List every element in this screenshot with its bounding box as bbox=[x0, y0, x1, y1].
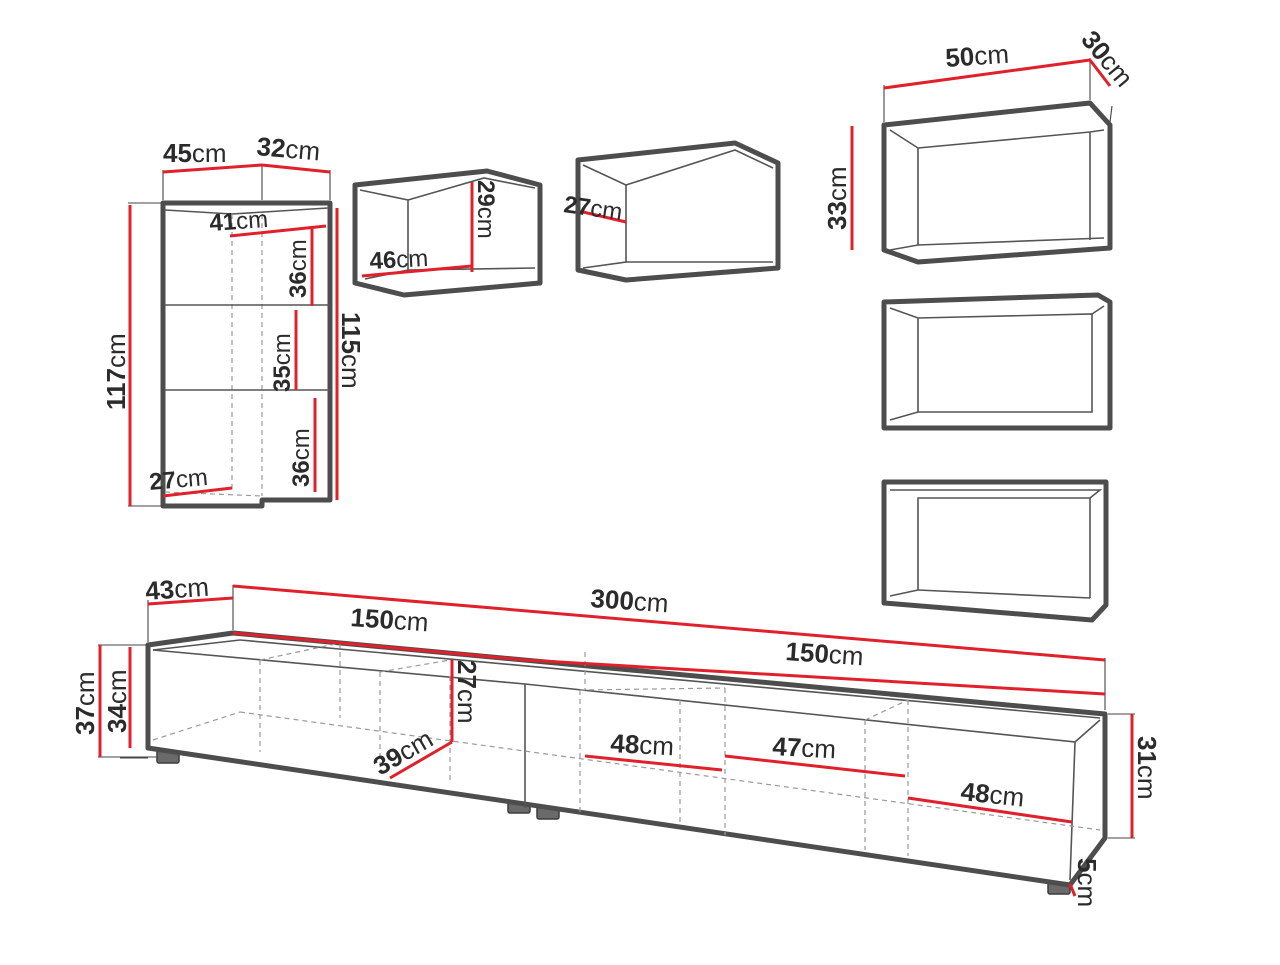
tall-cabinet-inner-width-label: 41cm bbox=[209, 206, 269, 237]
tv-stand-left-width-label: 150cm bbox=[350, 602, 430, 637]
tall-cabinet: 45cm 32cm 117cm 115cm 41cm 36cm 35cm 36c… bbox=[101, 131, 366, 509]
shelf-small-left-height-label: 29cm bbox=[472, 180, 499, 239]
tv-stand-inner-height-label: 27cm bbox=[452, 660, 482, 724]
tall-cabinet-width-label: 45cm bbox=[163, 138, 227, 168]
wall-box-top: 50cm 30cm 33cm bbox=[822, 25, 1139, 265]
shelf-small-right-body bbox=[575, 140, 781, 283]
tv-stand-height-outer-label: 37cm bbox=[70, 671, 100, 735]
tall-cabinet-shelf-top-label: 36cm bbox=[285, 239, 312, 298]
wall-box-middle bbox=[881, 292, 1113, 431]
tv-stand-depth-label: 43cm bbox=[144, 572, 210, 606]
tall-cabinet-inner-depth-label: 27cm bbox=[148, 464, 209, 496]
shelf-small-right: 27cm bbox=[562, 140, 781, 283]
tall-cabinet-shelf-middle-label: 35cm bbox=[269, 333, 296, 392]
tall-cabinet-shelf-bottom-label: 36cm bbox=[288, 428, 315, 487]
tall-cabinet-height-front-label: 117cm bbox=[101, 333, 131, 410]
tv-stand-right-width-label: 150cm bbox=[785, 636, 865, 671]
shelf-small-right-depth-label: 27cm bbox=[562, 191, 624, 226]
wall-box-top-body bbox=[881, 100, 1113, 265]
wall-box-middle-body bbox=[881, 292, 1113, 431]
tv-stand-compartment-2-label: 47cm bbox=[772, 731, 837, 764]
shelf-small-left-width-label: 46cm bbox=[369, 245, 429, 275]
tv-stand: 300cm 150cm 150cm 43cm 37cm 34cm 27cm 39… bbox=[70, 572, 1162, 908]
tall-cabinet-depth-label: 32cm bbox=[255, 131, 321, 166]
wall-box-top-height-label: 33cm bbox=[822, 166, 852, 230]
wall-box-bottom-body bbox=[881, 479, 1109, 623]
tv-stand-height-inner-label: 34cm bbox=[102, 669, 132, 733]
wall-box-top-width-label: 50cm bbox=[944, 39, 1010, 73]
tall-cabinet-height-back-label: 115cm bbox=[336, 312, 366, 389]
tv-stand-compartment-1-label: 48cm bbox=[610, 728, 675, 761]
tv-stand-leg-height-label: 5cm bbox=[1072, 858, 1102, 907]
tv-stand-height-right-label: 31cm bbox=[1132, 736, 1162, 800]
shelf-small-left: 29cm 46cm bbox=[352, 168, 543, 298]
wall-box-bottom bbox=[881, 479, 1109, 623]
tv-stand-compartment-3-label: 48cm bbox=[959, 776, 1025, 812]
tv-stand-total-width-label: 300cm bbox=[590, 583, 670, 618]
shelf-small-left-body bbox=[352, 168, 543, 298]
